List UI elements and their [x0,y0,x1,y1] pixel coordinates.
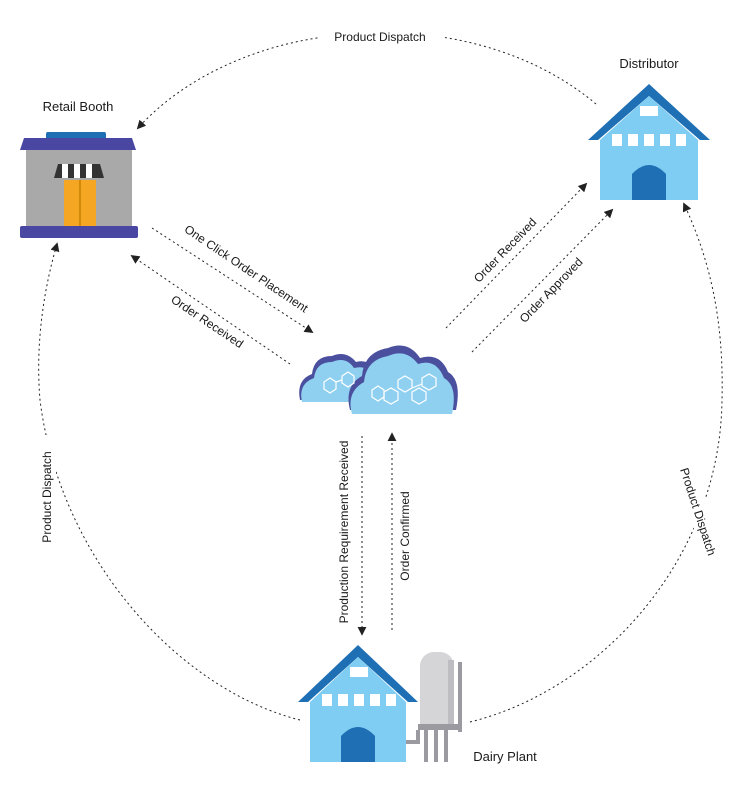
dairy-plant-label: Dairy Plant [473,749,537,764]
order-confirmed-label: Order Confirmed [398,491,412,580]
retail-booth-icon [20,132,138,238]
dispatch-left-arc [38,242,301,721]
arrow-order-approved [471,208,614,353]
order-received-dist-label: Order Received [471,215,539,285]
dispatch-top-arc [136,32,597,130]
distributor-label: Distributor [619,56,679,71]
dispatch-left-label: Product Dispatch [40,451,54,542]
label-bg [36,435,56,559]
label-bg [318,26,442,46]
cloud-icon [299,345,458,414]
arrow-one-click [151,227,314,333]
retail-booth-label: Retail Booth [43,99,114,114]
order-approved-label: Order Approved [517,255,586,326]
dispatch-top-label: Product Dispatch [334,30,425,44]
arrow-order-received-dist [445,182,588,329]
order-received-retail-label: Order Received [168,292,246,351]
arrow-order-received-retail [130,254,291,365]
label-bg [670,449,728,574]
one-click-label: One Click Order Placement [182,222,311,316]
dairy-plant-icon [298,645,462,762]
distributor-icon [588,84,710,200]
production-req-label: Production Requirement Received [337,441,351,624]
